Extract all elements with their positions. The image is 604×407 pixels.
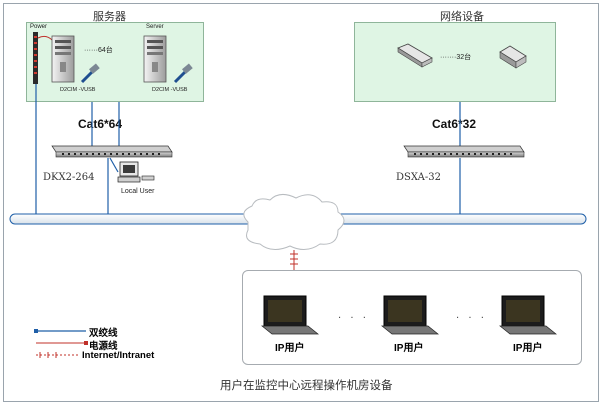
right-cable-label: Cat6*32 (432, 117, 477, 131)
ip-user-label-1: IP用户 (275, 343, 305, 354)
ip-user-label-3: IP用户 (513, 343, 543, 354)
cloud-label: TCP/IP WAN/LAN OR MODEM (238, 210, 348, 246)
ip-user-label-2: IP用户 (394, 343, 424, 354)
network-panel (354, 22, 556, 102)
dongle-label-1: D2CIM -VUSB (60, 87, 96, 93)
network-count: ·······32台 (440, 54, 472, 61)
diagram-caption: 用户在监控中心远程操作机房设备 (220, 378, 393, 392)
cloud-line-1: TCP/IP (276, 210, 310, 222)
ip-user-dots-2: · · · (456, 313, 487, 324)
left-cable-label: Cat6*64 (78, 117, 123, 131)
right-switch-name: DSXA-32 (396, 172, 441, 183)
server-count: ······64台 (84, 47, 113, 54)
ip-user-dots-1: · · · (338, 313, 369, 324)
local-user-label: Local User (121, 188, 155, 195)
server-panel-title: 服务器 (93, 10, 126, 23)
legend-internet: Internet/Intranet (82, 350, 155, 361)
legend-power-line: 电源线 (89, 341, 118, 352)
left-switch-name: DKX2-264 (43, 172, 95, 183)
legend-twisted-pair: 双绞线 (89, 328, 118, 339)
power-label: Power (30, 24, 48, 30)
network-panel-title: 网络设备 (440, 10, 484, 23)
server-label: Server (146, 24, 164, 30)
dongle-label-2: D2CIM -VUSB (152, 87, 188, 93)
cloud-line-3: MODEM (272, 234, 314, 246)
cloud-line-2: WAN/LAN OR (259, 222, 327, 234)
